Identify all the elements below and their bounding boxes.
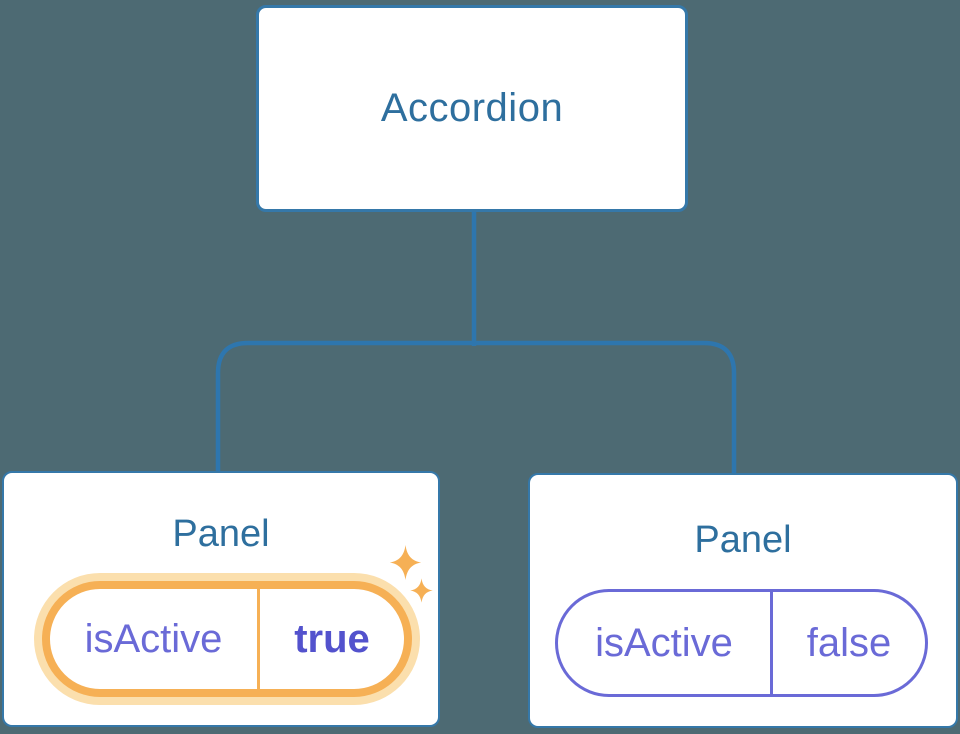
panel-node-active: Panel isActive true [2,471,440,727]
sparkle-icon [410,578,433,603]
prop-value: true [294,617,370,661]
panel-node-label: Panel [694,519,792,561]
accordion-node-label: Accordion [380,86,564,130]
prop-name: isActive [50,589,260,689]
state-pill-active: isActive true [42,581,412,697]
prop-value: false [806,621,892,665]
prop-name: isActive [558,592,773,694]
panel-node-label: Panel [172,513,270,555]
sparkle-icon [389,544,422,581]
panel-node-inactive: Panel isActive false [528,473,958,728]
accordion-node: Accordion [256,5,688,212]
state-pill-inactive: isActive false [555,589,928,697]
